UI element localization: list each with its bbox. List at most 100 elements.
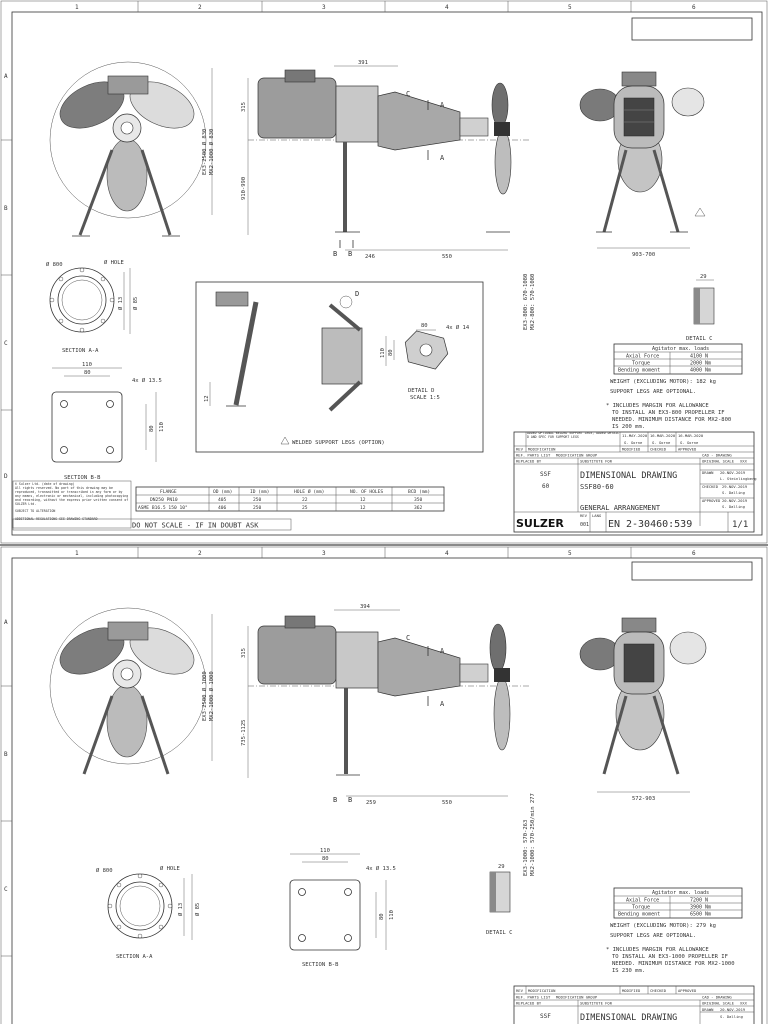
rev-date-2: 16-MAR-2020 <box>650 433 676 438</box>
front-dia-b: MX2-1000 Ø 830 <box>208 129 215 175</box>
side-view <box>247 65 530 251</box>
rear-view <box>579 617 707 793</box>
rev-head-approved: APPROVED <box>678 447 697 452</box>
grid-row-c: C <box>4 886 8 893</box>
callout-a-bottom: A <box>440 154 445 162</box>
do-not-scale: DO NOT SCALE - IF IN DOUBT ASK <box>132 522 259 530</box>
drawing-number-box <box>631 561 753 581</box>
margin-note-1: * INCLUDES MARGIN FOR ALLOWANCE <box>606 403 709 409</box>
rear-view <box>579 71 706 249</box>
drawn-name: L. Steinlingberg <box>720 476 757 481</box>
margin-note-4: IS 230 mm. <box>612 968 645 974</box>
bb-w-outer: 110 <box>82 362 92 368</box>
aa-pcd: Ø 85 <box>132 297 139 310</box>
sheet-outer-frame <box>0 0 768 544</box>
grid-ticks <box>1 547 632 957</box>
detail-d-drawing <box>385 329 449 370</box>
substitute-for: SUBSTITUTE FOR <box>580 1001 613 1006</box>
grid-row-b: B <box>4 751 8 758</box>
side-a: SSF <box>540 1013 551 1020</box>
detail-d-title: DETAIL D <box>408 388 435 394</box>
weight-note: WEIGHT (EXCLUDING MOTOR): 182 kg <box>610 379 716 385</box>
dim-right-width: 572-903 <box>632 796 655 802</box>
agitator-row-value: 7200 N <box>690 898 708 904</box>
grid-col-6: 6 <box>692 4 696 11</box>
rev-head-modified: MODIFIED <box>622 988 641 993</box>
rev-head-checked: CHECKED <box>650 447 667 452</box>
detail-d-h-80: 80 <box>388 349 394 356</box>
agitator-row-label: Torque <box>632 905 650 911</box>
section-bb-drawing <box>289 853 387 951</box>
flange-th-hole: HOLE Ø (mm) <box>294 488 324 495</box>
title-main: DIMENSIONAL DRAWING <box>580 1013 677 1023</box>
grid-col-4: 4 <box>445 4 449 11</box>
rev-head-modified: MODIFIED <box>622 447 641 452</box>
grid-col-2: 2 <box>198 550 202 557</box>
callout-a-top: A <box>440 101 445 109</box>
bb-w-inner: 80 <box>84 370 91 376</box>
title-block <box>513 985 755 1024</box>
bb-h-outer: 110 <box>159 422 165 432</box>
ref-mod-group: MODIFICATION GROUP <box>556 453 598 458</box>
flange-th-id: ID (mm) <box>250 489 269 495</box>
agitator-loads-table <box>613 343 743 375</box>
rev-date-3: 16-MAR-2020 <box>678 433 704 438</box>
margin-note-1: * INCLUDES MARGIN FOR ALLOWANCE <box>606 947 709 953</box>
lang-label: LANG <box>592 513 602 518</box>
detail-c-dim: 29 <box>700 274 707 280</box>
welded-legs-box <box>195 281 484 453</box>
front-dia-b: MX2-1000 Ø 1000 <box>208 671 215 721</box>
bb-h-inner: 80 <box>379 913 385 920</box>
rev-val: 001 <box>580 522 589 528</box>
drawing-number: 2-30460:539 <box>626 519 692 530</box>
drawn-date: 20-NOV-2019 <box>720 470 746 475</box>
sheet-outer-frame <box>0 546 768 1024</box>
approved-date: 20-NOV-2019 <box>722 498 748 503</box>
welded-leg-mount <box>321 295 363 412</box>
dim-height-side: 910-990 <box>241 177 247 200</box>
copyright-body: All rights reserved. No part of this dra… <box>15 486 129 506</box>
drawn-label: DRAWN <box>702 1007 714 1012</box>
dim-vert-right-a: EX3-1000: 570-263 <box>523 820 529 876</box>
dim-315: 315 <box>241 102 247 112</box>
original-scale-val: XXX <box>740 1001 748 1006</box>
grid-col-3: 3 <box>322 550 326 557</box>
sheet-2-canvas: 1 2 3 4 5 6 A B C EX3-2500 Ø 1000 MX2-10… <box>0 546 768 1024</box>
rev-head-approved: APPROVED <box>678 988 697 993</box>
detail-c-dim: 29 <box>498 864 505 870</box>
flange-cell: 25 <box>302 505 308 511</box>
dim-246: 246 <box>365 254 375 260</box>
flange-cell: 12 <box>360 505 366 511</box>
weld-note-text: WELDED SUPPORT LEGS (OPTION) <box>292 440 385 446</box>
dim-vert-right-b: MX2-800: 570-1080 <box>530 274 536 330</box>
dim-550: 550 <box>442 800 452 806</box>
copyright-heading: © Sulzer Ltd. (date of drawing) <box>15 482 75 486</box>
grid-col-1: 1 <box>75 4 79 11</box>
ref-parts-list: REF. PARTS LIST <box>516 995 551 1000</box>
rev-head-rev: REV <box>516 988 524 993</box>
sheet-number: 1/1 <box>732 520 748 530</box>
flange-cell: 405 <box>218 497 227 503</box>
rev-name-1: G. Gorne <box>624 440 643 445</box>
flange-cell: DN250 PN10 <box>150 497 178 503</box>
dim-391: 391 <box>358 60 368 66</box>
flange-th-flange: FLANGE <box>160 489 177 495</box>
grid-row-d: D <box>4 473 8 480</box>
flange-cell: 12 <box>360 497 366 503</box>
cad-drawing: CAD - DRAWING <box>702 995 732 1000</box>
approved-name: S. Dalling <box>722 504 745 509</box>
sulzer-logo: SULZER <box>516 517 564 530</box>
substitute-for: SUBSTITUTE FOR <box>580 459 613 464</box>
dim-550: 550 <box>442 254 452 260</box>
agitator-row-value: 6500 Nm <box>690 912 711 918</box>
section-aa-drawing <box>49 267 131 334</box>
aa-pcd: Ø 85 <box>194 903 201 916</box>
weld-note: WELDED SUPPORT LEGS (OPTION) <box>280 436 385 446</box>
copyright-block <box>12 480 132 529</box>
rev-name-3: G. Gorne <box>680 440 699 445</box>
approved-label: APPROVED <box>702 498 721 503</box>
rev-head-mod: MODIFICATION <box>528 447 556 452</box>
detail-c-title: DETAIL C <box>486 930 513 936</box>
bb-holes: 4x Ø 13.5 <box>132 377 162 384</box>
front-dia-a: EX3-2500 Ø 830 <box>201 129 208 175</box>
